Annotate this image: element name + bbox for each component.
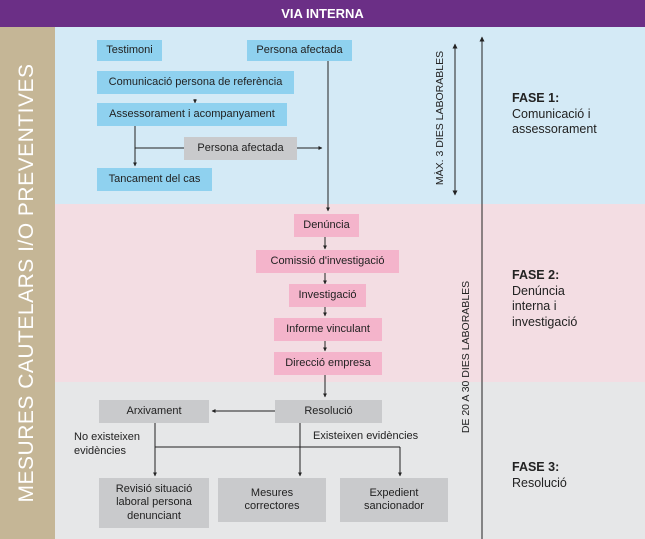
header-bar: VIA INTERNA: [0, 0, 645, 27]
box-persona-afectada-top: Persona afectada: [247, 40, 352, 61]
phase1-caption: FASE 1: Comunicació i assessorament: [512, 91, 632, 138]
box-expedient: Expedient sancionador: [340, 478, 448, 522]
phase3-title: FASE 3:: [512, 460, 560, 474]
timeline-label-phase1: MÀX. 3 DIES LABORABLES: [434, 50, 446, 186]
box-testimoni: Testimoni: [97, 40, 162, 61]
box-tancament: Tancament del cas: [97, 168, 212, 191]
box-informe: Informe vinculant: [274, 318, 382, 341]
box-revisio: Revisió situació laboral persona denunci…: [99, 478, 209, 528]
box-assessorament: Assessorament i acompanyament: [97, 103, 287, 126]
box-denuncia: Denúncia: [294, 214, 359, 237]
timeline-label-phase2: DE 20 A 30 DIES LABORABLES: [460, 280, 472, 434]
label-no-evidencies: No existeixen evidències: [74, 431, 141, 458]
box-comissio: Comissió d'investigació: [256, 250, 399, 273]
label-evidencies: Existeixen evidències: [313, 430, 419, 442]
box-direccio: Direcció empresa: [274, 352, 382, 375]
box-persona-afectada-grey: Persona afectada: [184, 137, 297, 160]
box-comunicacio: Comunicació persona de referència: [97, 71, 294, 94]
box-resolucio: Resolució: [275, 400, 382, 423]
phase1-description: Comunicació i assessorament: [512, 106, 597, 137]
phase3-description: Resolució: [512, 475, 567, 490]
box-mesures: Mesures correctores: [218, 478, 326, 522]
phase3-caption: FASE 3: Resolució: [512, 460, 632, 491]
header-title: VIA INTERNA: [281, 6, 364, 21]
box-investigacio: Investigació: [289, 284, 366, 307]
phase2-title: FASE 2:: [512, 268, 560, 282]
phase1-title: FASE 1:: [512, 91, 560, 105]
sidebar: [0, 27, 55, 539]
phase2-description: Denúncia interna i investigació: [512, 283, 578, 329]
phase2-caption: FASE 2: Denúncia interna i investigació: [512, 268, 602, 331]
box-arxivament: Arxivament: [99, 400, 209, 423]
